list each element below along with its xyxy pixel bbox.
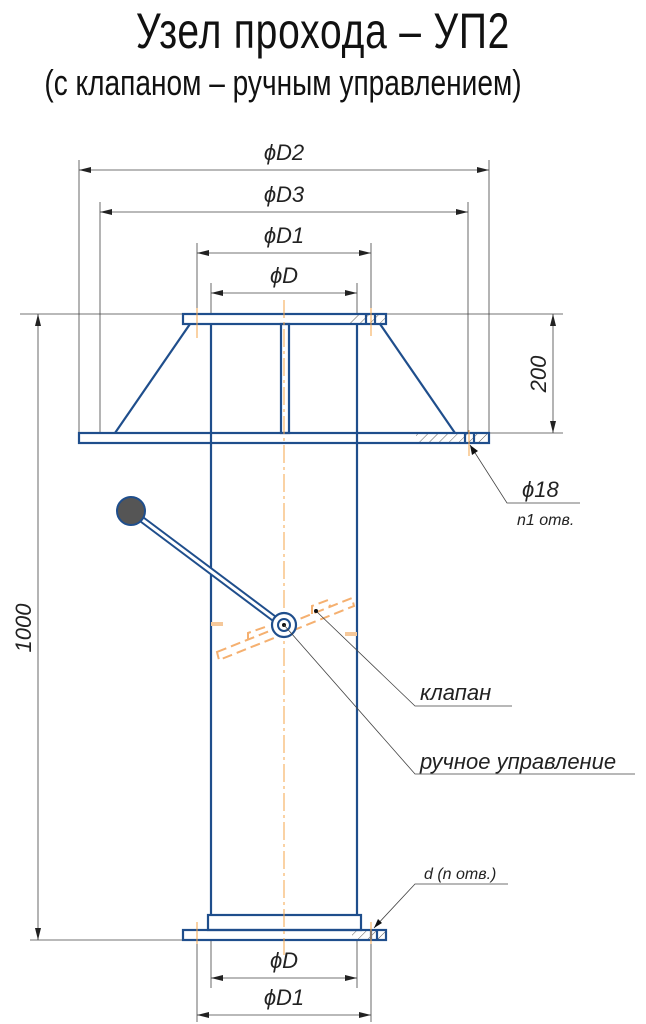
dim-200: 200 (526, 355, 551, 393)
valve-mark-right (345, 632, 357, 636)
drawing-subtitle: (с клапаном – ручным управлением) (44, 62, 522, 103)
dim-d1-bottom: ϕD1 (264, 985, 304, 1010)
dim-d2: ϕD2 (264, 140, 304, 165)
dim-1000: 1000 (11, 603, 36, 653)
manual-control-callout: ручное управление (419, 749, 616, 774)
dimension-lines (35, 167, 556, 1018)
valve-mark-left (211, 622, 223, 626)
leader-lines (283, 444, 635, 929)
manual-handle[interactable] (116, 496, 298, 639)
handle-ball-icon (116, 496, 146, 526)
valve-disc (215, 596, 356, 662)
dim-d1-top: ϕD1 (264, 223, 304, 248)
dim-d3: ϕD3 (264, 182, 305, 207)
valve-callout: клапан (420, 680, 491, 705)
drawing-title: Узел прохода – УП2 (135, 3, 511, 59)
extension-lines (20, 160, 563, 1022)
hole-diameter-label: ϕ18 (522, 477, 559, 502)
dim-d-top: ϕD (270, 263, 298, 288)
bottom-holes-label: d (n отв.) (424, 866, 496, 883)
hole-count-label: n1 отв. (517, 512, 574, 529)
